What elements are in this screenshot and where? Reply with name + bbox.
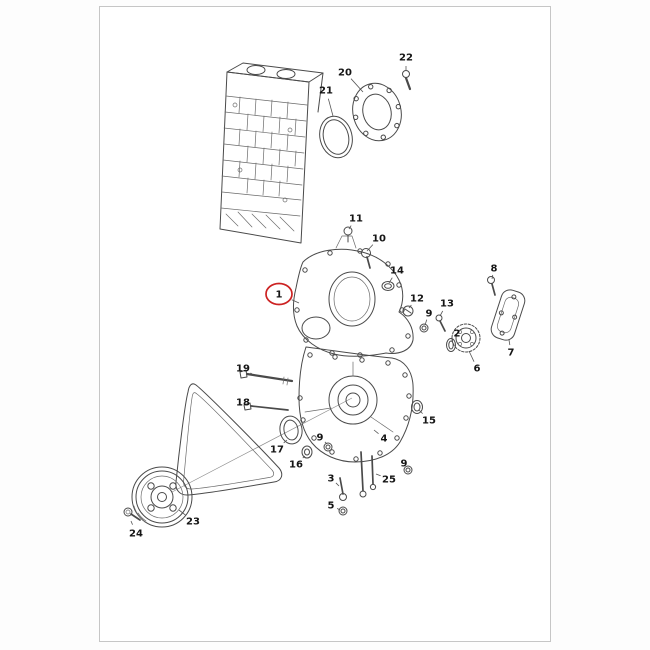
bolt-3 bbox=[339, 477, 347, 501]
callout-leader-line bbox=[373, 429, 379, 434]
callout-leader-line bbox=[375, 473, 381, 477]
part-number-4: 4 bbox=[381, 434, 388, 445]
part-number-19: 19 bbox=[236, 364, 250, 375]
timing-gear-case-1 bbox=[293, 235, 414, 358]
callout-leader-line bbox=[327, 98, 334, 117]
part-number-15: 15 bbox=[422, 416, 436, 427]
plug-12 bbox=[402, 305, 414, 317]
callout-leader-line bbox=[335, 482, 340, 487]
callout-leader-line bbox=[439, 310, 444, 317]
plug-10 bbox=[361, 248, 371, 269]
callout-leader-line bbox=[250, 372, 253, 375]
part-number-1: 1 bbox=[276, 290, 283, 301]
cover-plate-7 bbox=[490, 289, 526, 341]
ring-9-left bbox=[323, 442, 333, 452]
part-number-3: 3 bbox=[328, 474, 335, 485]
seal-plate-20 bbox=[352, 82, 402, 142]
assembly-axis-line bbox=[171, 397, 353, 493]
part-number-8: 8 bbox=[491, 264, 498, 275]
callout-leader-line bbox=[324, 441, 328, 445]
part-number-11: 11 bbox=[349, 214, 363, 225]
part-number-23: 23 bbox=[186, 517, 200, 528]
bolt-13 bbox=[435, 314, 446, 332]
part-number-18: 18 bbox=[236, 398, 250, 409]
collar-2 bbox=[446, 338, 456, 352]
part-number-24: 24 bbox=[129, 529, 143, 540]
callout-leader-line bbox=[388, 277, 393, 284]
part-number-2: 2 bbox=[454, 329, 461, 340]
bolt-8 bbox=[487, 276, 496, 296]
callout-layer: 2220211110141291382671191817169354259152… bbox=[129, 53, 514, 540]
nut-5 bbox=[338, 506, 348, 516]
part-number-25: 25 bbox=[382, 475, 396, 486]
part-number-10: 10 bbox=[372, 234, 386, 245]
callout-leader-line bbox=[251, 404, 254, 407]
crank-pulley-23 bbox=[131, 466, 193, 528]
o-ring-15 bbox=[411, 400, 423, 414]
part-number-22: 22 bbox=[399, 53, 413, 64]
diagram-frame bbox=[99, 6, 551, 642]
callout-leader-line bbox=[508, 339, 511, 346]
bolt-24 bbox=[123, 507, 141, 521]
callout-leader-line bbox=[302, 455, 306, 459]
bolt-18 bbox=[243, 402, 289, 411]
callout-leader-line bbox=[424, 319, 428, 326]
callout-leader-line bbox=[291, 299, 300, 304]
part-number-20: 20 bbox=[338, 68, 352, 79]
part-number-9: 9 bbox=[317, 433, 324, 444]
callout-leader-line bbox=[491, 274, 494, 280]
ring-9-upper bbox=[419, 323, 429, 333]
callout-leader-line bbox=[468, 350, 475, 362]
gasket-21 bbox=[319, 115, 353, 159]
part-number-14: 14 bbox=[390, 266, 404, 277]
part-number-12: 12 bbox=[410, 294, 424, 305]
callout-leader-line bbox=[451, 338, 454, 342]
callout-leader-line bbox=[178, 509, 187, 516]
bolt-22 bbox=[402, 70, 412, 91]
part-number-6: 6 bbox=[474, 364, 481, 375]
v-belt bbox=[175, 383, 283, 496]
idler-gear-6 bbox=[451, 323, 481, 353]
stud-bolts-25 bbox=[359, 451, 377, 498]
ring-9-right bbox=[403, 465, 413, 475]
part-number-9: 9 bbox=[401, 459, 408, 470]
part-number-5: 5 bbox=[328, 501, 335, 512]
callout-leader-line bbox=[408, 304, 412, 309]
part-number-17: 17 bbox=[270, 445, 284, 456]
front-cover-4 bbox=[297, 346, 414, 463]
bolt-19 bbox=[239, 369, 294, 386]
callout-leader-line bbox=[283, 439, 288, 444]
part-number-13: 13 bbox=[440, 299, 454, 310]
washer-16 bbox=[301, 445, 313, 459]
callout-leader-line bbox=[336, 508, 341, 511]
engine-block bbox=[219, 62, 324, 244]
oil-seal-17 bbox=[279, 415, 303, 445]
callout-leader-line bbox=[350, 78, 364, 93]
part-number-16: 16 bbox=[289, 460, 303, 471]
callout-leader-line bbox=[348, 225, 352, 230]
part-number-21: 21 bbox=[319, 86, 333, 97]
cap-11 bbox=[343, 226, 353, 243]
part-number-7: 7 bbox=[508, 348, 515, 359]
callout-leader-line bbox=[130, 520, 133, 525]
part-number-9: 9 bbox=[426, 309, 433, 320]
highlight-circle-part-1 bbox=[265, 282, 293, 306]
o-ring-14 bbox=[381, 281, 395, 291]
callout-leader-line bbox=[366, 244, 374, 252]
callout-leader-line bbox=[418, 409, 423, 414]
